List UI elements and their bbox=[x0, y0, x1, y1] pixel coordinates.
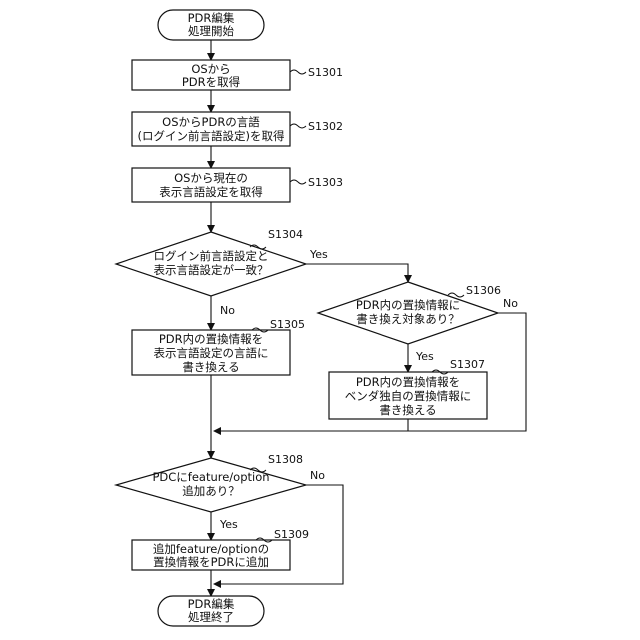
start-line-2: 処理開始 bbox=[188, 24, 234, 38]
node-s1308: PDCにfeature/option 追加あり？ bbox=[116, 458, 306, 512]
edge-label-s1304-yes: Yes bbox=[309, 248, 328, 261]
leader-s1302 bbox=[290, 124, 306, 128]
s1302-line-2: (ログイン前言語設定)を取得 bbox=[138, 129, 285, 143]
edge-s1304-yes bbox=[306, 264, 408, 282]
edge-label-s1308-yes: Yes bbox=[219, 518, 238, 531]
node-s1305: PDR内の置換情報を 表示言語設定の言語に 書き換える bbox=[132, 330, 290, 375]
s1303-line-1: OSから現在の bbox=[174, 171, 248, 185]
edge-label-s1306-yes: Yes bbox=[415, 350, 434, 363]
step-label-s1305: S1305 bbox=[270, 318, 305, 331]
s1306-line-2: 書き換え対象あり？ bbox=[356, 312, 460, 326]
node-s1303: OSから現在の 表示言語設定を取得 bbox=[132, 168, 290, 202]
s1309-line-1: 追加feature/optionの bbox=[153, 542, 269, 556]
s1307-line-3: 書き換える bbox=[379, 403, 436, 417]
start-line-1: PDR編集 bbox=[188, 11, 235, 25]
s1309-line-2: 置換情報をPDRに追加 bbox=[153, 555, 269, 569]
s1306-line-1: PDR内の置換情報に bbox=[356, 298, 460, 312]
s1305-line-2: 表示言語設定の言語に bbox=[154, 346, 269, 360]
s1304-line-1: ログイン前言語設定と bbox=[154, 249, 269, 263]
edge-label-s1304-no: No bbox=[220, 304, 235, 317]
node-s1302: OSからPDRの言語 (ログイン前言語設定)を取得 bbox=[132, 112, 290, 146]
node-end: PDR編集 処理終了 bbox=[158, 596, 264, 626]
s1305-line-3: 書き換える bbox=[182, 360, 239, 374]
step-label-s1309: S1309 bbox=[274, 528, 309, 541]
node-start: PDR編集 処理開始 bbox=[158, 10, 264, 40]
step-label-s1302: S1302 bbox=[308, 120, 343, 133]
s1307-line-1: PDR内の置換情報を bbox=[356, 375, 460, 389]
s1304-line-2: 表示言語設定が一致？ bbox=[154, 263, 269, 277]
s1308-line-2: 追加あり？ bbox=[182, 484, 240, 498]
step-label-s1307: S1307 bbox=[450, 358, 485, 371]
edge-label-s1308-no: No bbox=[310, 469, 325, 482]
step-label-s1306: S1306 bbox=[466, 284, 501, 297]
s1307-line-2: ベンダ独自の置換情報に bbox=[345, 389, 472, 403]
step-label-s1301: S1301 bbox=[308, 66, 343, 79]
end-line-2: 処理終了 bbox=[188, 610, 234, 624]
s1302-line-1: OSからPDRの言語 bbox=[162, 115, 260, 129]
s1301-line-2: PDRを取得 bbox=[182, 75, 240, 89]
leader-s1301 bbox=[290, 70, 306, 74]
step-label-s1308: S1308 bbox=[268, 453, 303, 466]
s1301-line-1: OSから bbox=[191, 62, 230, 76]
end-line-1: PDR編集 bbox=[188, 597, 235, 611]
node-s1309: 追加feature/optionの 置換情報をPDRに追加 bbox=[132, 540, 290, 570]
node-s1304: ログイン前言語設定と 表示言語設定が一致？ bbox=[116, 232, 306, 296]
step-label-s1303: S1303 bbox=[308, 176, 343, 189]
s1303-line-2: 表示言語設定を取得 bbox=[159, 185, 263, 199]
step-label-s1304: S1304 bbox=[268, 228, 303, 241]
edge-label-s1306-no: No bbox=[503, 297, 518, 310]
s1305-line-1: PDR内の置換情報を bbox=[159, 332, 263, 346]
node-s1301: OSから PDRを取得 bbox=[132, 60, 290, 90]
node-s1307: PDR内の置換情報を ベンダ独自の置換情報に 書き換える bbox=[329, 372, 487, 419]
leader-s1303 bbox=[290, 180, 306, 184]
s1308-line-1: PDCにfeature/option bbox=[152, 470, 269, 484]
